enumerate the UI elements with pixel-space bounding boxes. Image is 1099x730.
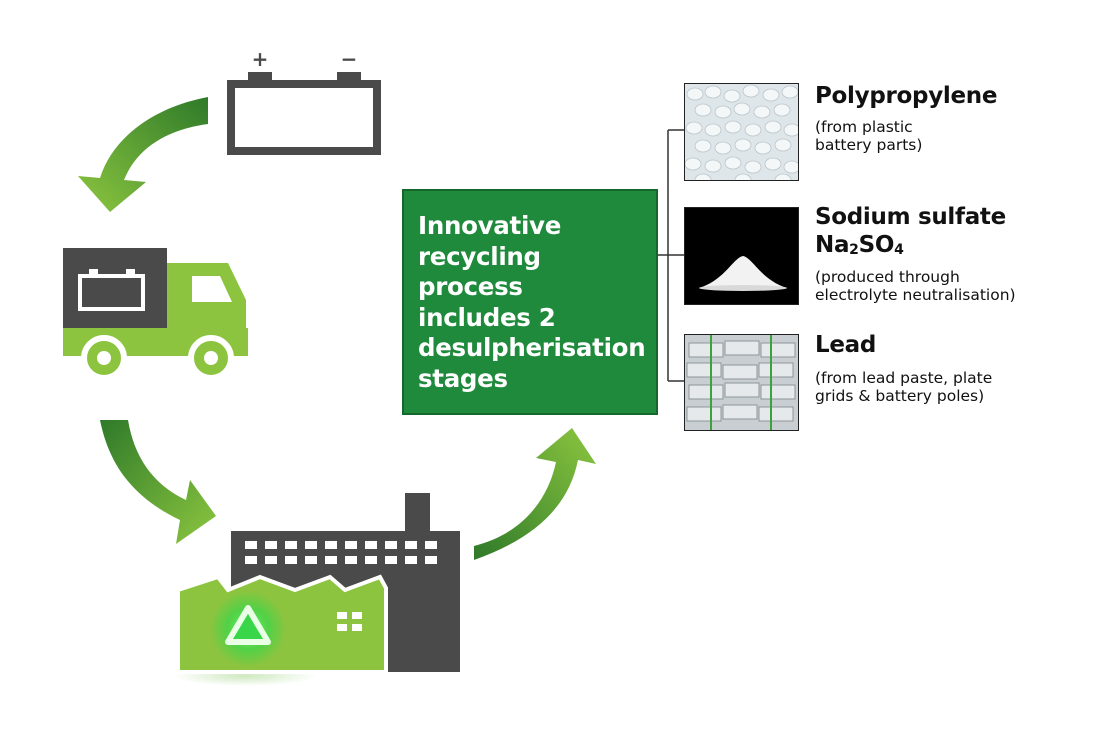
cycle-arrow-icon [100, 420, 216, 544]
battery-plus-sign: + [252, 47, 269, 71]
lead-image [684, 334, 799, 431]
process-box: Innovative recycling process includes 2 … [402, 189, 658, 415]
cycle-arrow-icon [78, 97, 208, 212]
battery-minus-sign: − [341, 47, 358, 71]
battery-icon: + − [227, 47, 381, 155]
formula-so: SO [858, 232, 895, 258]
sodium-sulfate-subtitle-line: electrolyte neutralisation) [815, 286, 1016, 304]
process-line: process [418, 272, 523, 301]
sodium-sulfate-title: Sodium sulfate [815, 204, 1006, 230]
truck-icon [63, 248, 248, 381]
process-line: stages [418, 363, 508, 393]
process-line: recycling [418, 241, 541, 271]
sodium-sulfate-subtitle-line: (produced through [815, 268, 960, 286]
sodium-sulfate-formula: Na2SO4 [815, 231, 904, 264]
factory-icon [173, 493, 460, 686]
polypropylene-image [684, 83, 799, 181]
lead-subtitle-line: grids & battery poles) [815, 387, 985, 405]
recycle-icon [210, 591, 286, 667]
lead-title: Lead [815, 332, 877, 358]
output-connector [658, 129, 684, 382]
polypropylene-title: Polypropylene [815, 83, 998, 109]
formula-na-subscript: 2 [849, 242, 859, 258]
process-line: desulpherisation [418, 333, 646, 362]
process-line: includes 2 [418, 302, 556, 332]
lead-subtitle-line: (from lead paste, plate [815, 369, 993, 387]
formula-so-subscript: 4 [894, 242, 904, 258]
polypropylene-subtitle-line: battery parts) [815, 136, 923, 154]
process-line: Innovative [418, 211, 562, 240]
cycle-arrow-icon [474, 428, 596, 560]
sodium-sulfate-image [684, 207, 799, 305]
polypropylene-subtitle-line: (from plastic [815, 118, 913, 136]
formula-na: Na [815, 232, 850, 258]
